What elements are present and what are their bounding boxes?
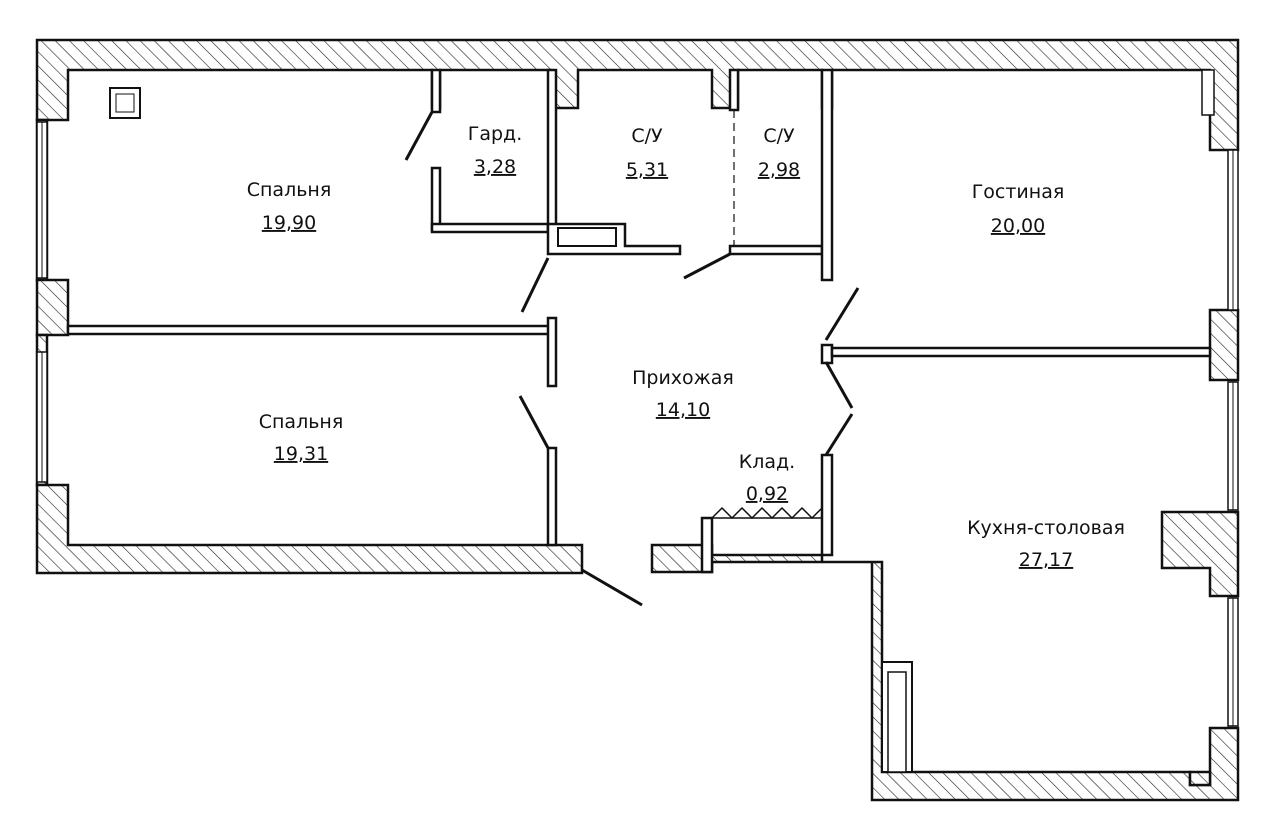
room-name: Клад. [739, 451, 795, 473]
vent-shaft [109, 87, 141, 119]
room-bathroom-2: С/У 2,98 [758, 125, 800, 181]
room-hallway: Прихожая 14,10 [632, 367, 734, 421]
room-bedroom-1: Спальня 19,90 [247, 179, 332, 234]
room-area: 20,00 [991, 215, 1045, 237]
room-name: Гостиная [972, 181, 1065, 203]
room-name: Спальня [247, 179, 332, 201]
windows [36, 121, 1239, 727]
room-name: Прихожая [632, 367, 734, 389]
doors [404, 111, 860, 607]
room-bedroom-2: Спальня 19,31 [259, 411, 344, 465]
room-name: Спальня [259, 411, 344, 433]
room-name: С/У [763, 125, 795, 147]
storage-folding-door [711, 506, 823, 520]
room-area: 19,90 [262, 212, 316, 234]
room-area: 2,98 [758, 159, 800, 181]
exterior-walls [35, 38, 1240, 802]
interior-walls [66, 68, 1212, 773]
room-bathroom-1: С/У 5,31 [626, 125, 668, 181]
room-area: 0,92 [746, 483, 788, 505]
room-area: 27,17 [1019, 549, 1073, 571]
room-name: С/У [631, 125, 663, 147]
room-area: 19,31 [274, 443, 328, 465]
room-name: Гард. [468, 123, 522, 145]
room-kitchen: Кухня-столовая 27,17 [967, 517, 1125, 571]
room-area: 3,28 [474, 156, 516, 178]
room-wardrobe: Гард. 3,28 [468, 123, 522, 178]
room-name: Кухня-столовая [967, 517, 1125, 539]
room-living-room: Гостиная 20,00 [972, 181, 1065, 237]
room-storage: Клад. 0,92 [739, 451, 795, 505]
room-area: 5,31 [626, 159, 668, 181]
room-area: 14,10 [656, 399, 710, 421]
